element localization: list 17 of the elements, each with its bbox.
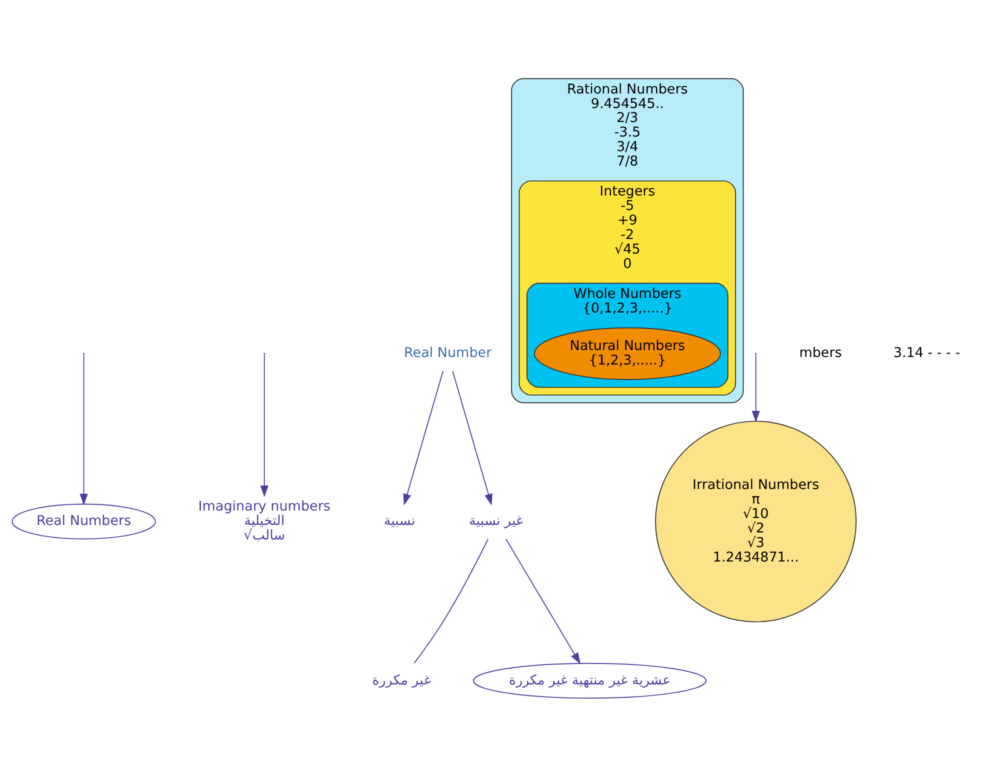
label: 3.14 - - - - [893, 344, 960, 361]
node-ellipse: Real Numbers [12, 503, 156, 539]
node-text: نسبية [384, 512, 416, 529]
arrow [260, 354, 268, 497]
node-text: غير نسبية [469, 512, 524, 529]
node-ellipse: Natural Numbers {1,2,3,.....} [534, 326, 721, 380]
arrow [752, 354, 760, 422]
node-ellipse: عشرية غير منتهية غير مكررة [472, 662, 707, 698]
label: mbers [799, 344, 842, 361]
arrow [452, 370, 492, 505]
arrow [80, 354, 88, 505]
arrow [505, 538, 581, 664]
arrow [403, 370, 444, 505]
node-text: Real Number [404, 344, 492, 361]
connector [414, 538, 489, 664]
node-circle: Irrational Numbers π √10 √2 √3 1.2434871... [655, 420, 857, 622]
node-text: غير مكررة [372, 672, 431, 688]
